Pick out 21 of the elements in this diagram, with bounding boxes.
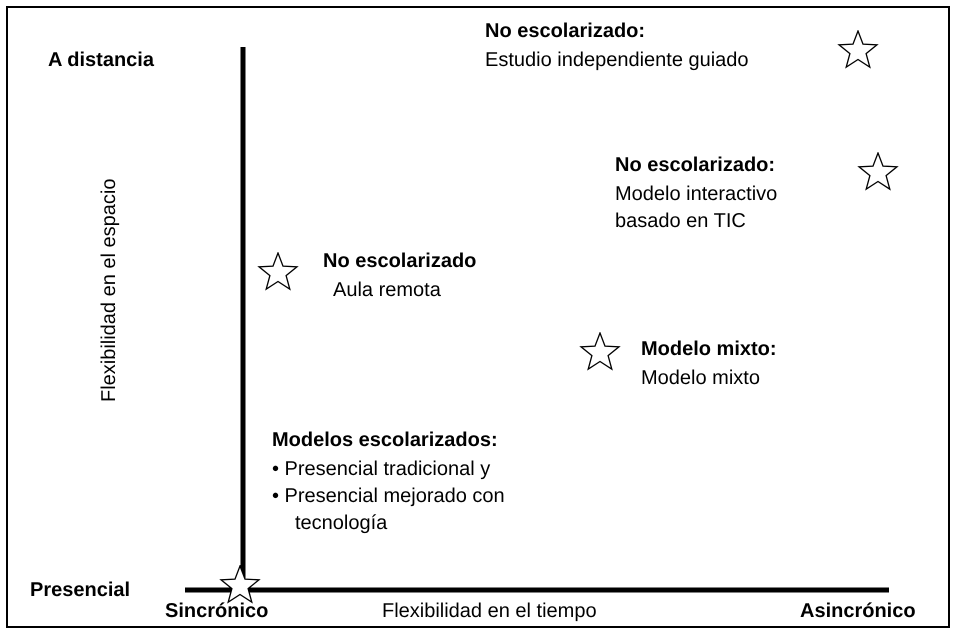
star-marker [837,30,879,70]
star-marker [857,152,899,192]
category-heading: Modelo mixto: [641,337,777,362]
bullet-item: • Presencial tradicional y [272,457,492,482]
category-heading: No escolarizado: [615,153,776,178]
category-description: Estudio independiente guiado [485,48,749,73]
category-heading: Modelos escolarizados: [272,428,499,453]
category-description: Modelo interactivo basado en TIC [615,182,778,234]
axis-end-label: Sincrónico [165,599,268,624]
star-marker [257,252,299,292]
axis-title: Flexibilidad en el tiempo [382,599,597,624]
star-marker [579,332,621,372]
category-description: Modelo mixto [641,366,760,391]
category-description: Aula remota [333,278,441,303]
axis-title: Flexibilidad en el espacio [97,178,121,402]
axis-end-label: Presencial [30,578,130,603]
category-heading: No escolarizado [323,249,476,274]
axis-end-label: A distancia [48,48,154,73]
category-heading: No escolarizado: [485,19,646,44]
bullet-item: • Presencial mejorado con tecnología [272,484,506,536]
axis-end-label: Asincrónico [800,599,916,624]
